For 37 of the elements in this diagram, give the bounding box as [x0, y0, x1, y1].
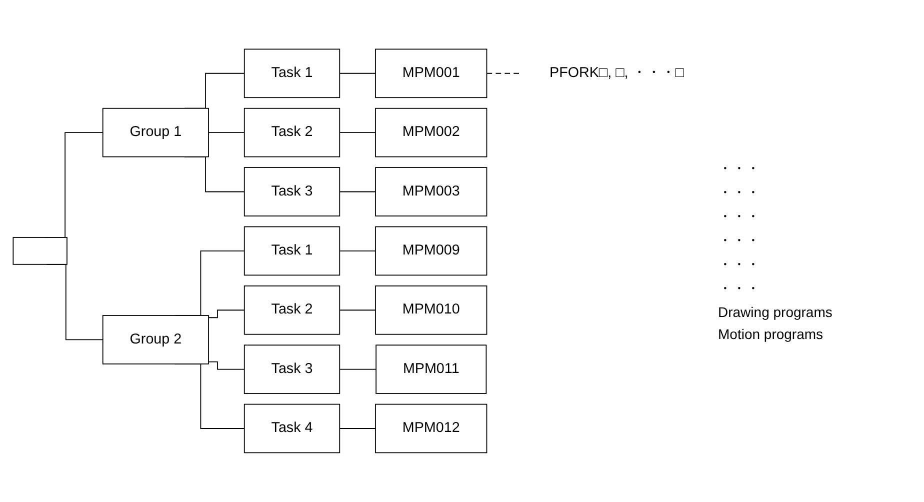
- connector: [339, 368, 376, 370]
- node-box: [375, 404, 488, 454]
- node-box: [375, 108, 488, 158]
- node-box: [244, 344, 340, 394]
- connector: [339, 428, 376, 429]
- connector: [339, 310, 376, 311]
- connector: [208, 310, 245, 318]
- node-box: [375, 226, 488, 276]
- label-text: ・・・: [718, 184, 760, 202]
- node-box: [244, 48, 340, 98]
- node-box: [244, 286, 340, 335]
- node-box: [244, 404, 340, 454]
- label-text: ・・・: [718, 208, 760, 226]
- node-box: [376, 344, 487, 394]
- label-text: Motion programs: [718, 326, 824, 342]
- connector: [208, 361, 245, 370]
- label-text: ・・・: [718, 280, 760, 298]
- node-box: [102, 315, 209, 364]
- node-box: [244, 226, 340, 276]
- node-box: [244, 167, 340, 216]
- connector: [339, 191, 376, 192]
- label-text: Drawing programs: [718, 304, 832, 320]
- node-box: [102, 108, 209, 158]
- label-text: ・・・: [718, 256, 760, 274]
- node-box: [375, 167, 488, 216]
- label-text: ・・・: [718, 232, 760, 250]
- connector: [339, 132, 376, 134]
- connector: [208, 132, 245, 134]
- tree-diagram: Group 1 Task 1 Task 2 Task 3 MPM001 MPM002 MPM003 PFORK□, □, ・・・□ Group 2 Task 1 Task 2 Task 3 Task 4 MPM009 MPM010 MPM011 MPM012: [6, 42, 718, 460]
- node-box: [375, 48, 488, 98]
- node-box: [244, 108, 340, 158]
- node-text: PFORK□, □, ・・・□: [550, 65, 684, 81]
- label-text: ・・・: [718, 160, 760, 178]
- node-box: [12, 237, 68, 265]
- connector: [339, 73, 376, 74]
- connector: [339, 250, 376, 252]
- node-box: [375, 286, 488, 335]
